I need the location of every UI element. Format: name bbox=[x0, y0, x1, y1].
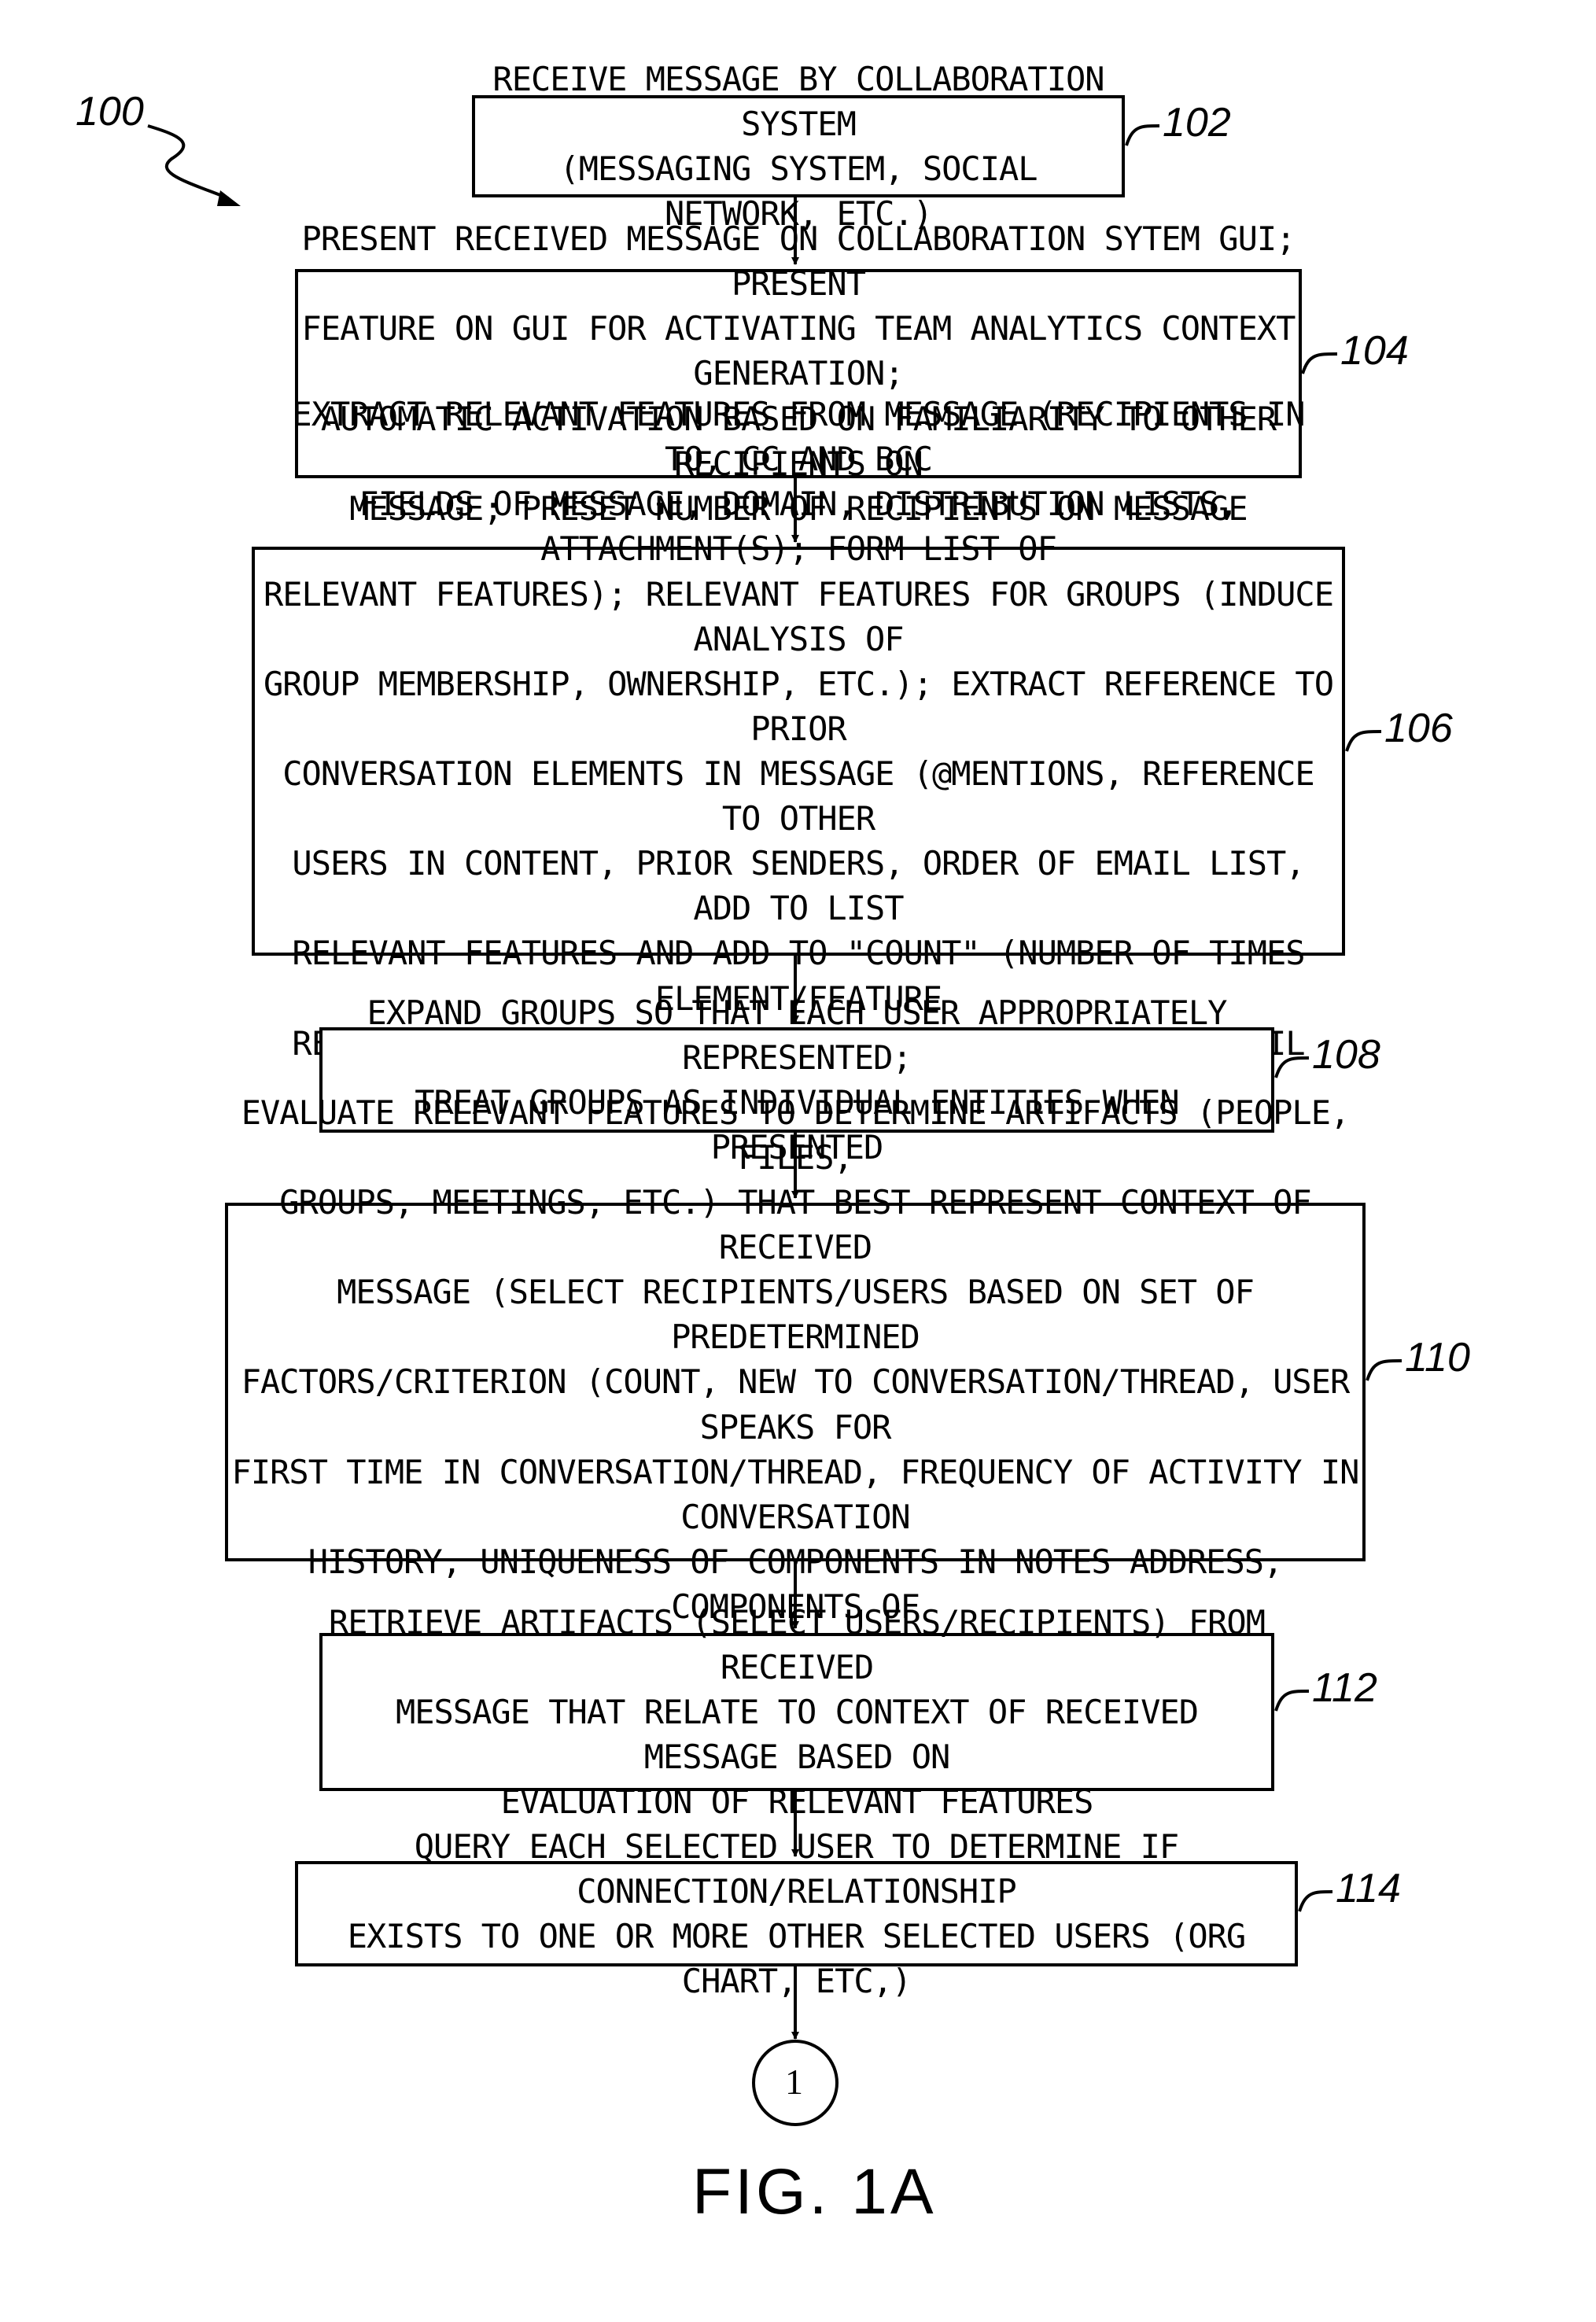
step-110-box: EVALUATE RELEVANT FEATURES TO DETERMINE … bbox=[225, 1203, 1366, 1561]
ref-100-label: 100 bbox=[76, 88, 144, 135]
leader-106 bbox=[1347, 732, 1381, 751]
step-102-box: RECEIVE MESSAGE BY COLLABORATION SYSTEM … bbox=[472, 95, 1125, 197]
step-102-ref: 102 bbox=[1163, 99, 1231, 146]
leader-102 bbox=[1126, 126, 1159, 146]
step-110-ref: 110 bbox=[1405, 1334, 1470, 1381]
step-112-text: RETRIEVE ARTIFACTS (SELECT USERS/RECIPIE… bbox=[323, 1600, 1271, 1825]
step-114-ref: 114 bbox=[1336, 1865, 1401, 1912]
leader-112 bbox=[1276, 1691, 1309, 1711]
figure-label: FIG. 1A bbox=[692, 2155, 937, 2229]
leader-114 bbox=[1299, 1892, 1332, 1911]
leader-104 bbox=[1303, 354, 1337, 374]
leader-110 bbox=[1367, 1361, 1402, 1380]
step-114-text: QUERY EACH SELECTED USER TO DETERMINE IF… bbox=[298, 1824, 1295, 2003]
step-112-ref: 112 bbox=[1312, 1664, 1377, 1712]
step-102-text: RECEIVE MESSAGE BY COLLABORATION SYSTEM … bbox=[475, 57, 1122, 236]
step-106-box: EXTRACT RELEVANT FEATURES FROM MESSAGE (… bbox=[252, 547, 1345, 956]
ref-100-arrowhead bbox=[217, 190, 241, 206]
connector-label: 1 bbox=[785, 2061, 803, 2103]
step-104-ref: 104 bbox=[1340, 327, 1409, 374]
step-108-ref: 108 bbox=[1312, 1031, 1380, 1078]
step-112-box: RETRIEVE ARTIFACTS (SELECT USERS/RECIPIE… bbox=[319, 1633, 1274, 1791]
ref-100-arrow bbox=[148, 126, 228, 198]
step-114-box: QUERY EACH SELECTED USER TO DETERMINE IF… bbox=[295, 1861, 1298, 1966]
step-110-text: EVALUATE RELEVANT FEATURES TO DETERMINE … bbox=[228, 1090, 1362, 1674]
step-106-ref: 106 bbox=[1384, 705, 1453, 752]
